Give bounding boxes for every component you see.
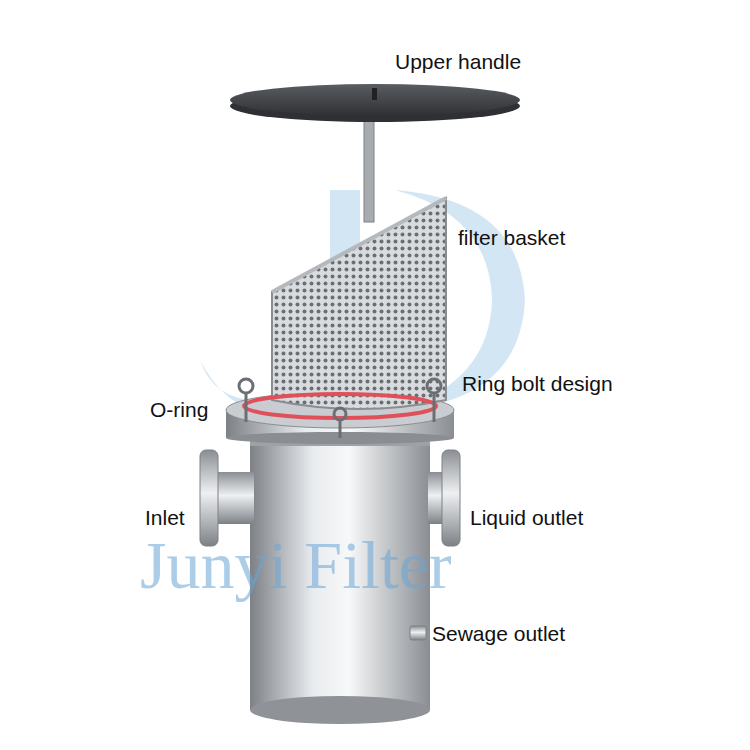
part-label: Upper handle <box>395 50 521 73</box>
filter-basket <box>272 198 446 409</box>
part-label: Liquid outlet <box>470 506 583 529</box>
part-label: filter basket <box>458 226 565 249</box>
o-ring <box>244 394 436 418</box>
part-label: Inlet <box>145 506 185 529</box>
ring-bolts <box>239 379 441 438</box>
watermark-text: Junyi Filter <box>140 528 452 603</box>
part-label: Sewage outlet <box>432 622 565 645</box>
part-label: Ring bolt design <box>462 372 613 395</box>
sewage-nozzle <box>410 626 426 640</box>
upper-handle <box>230 84 520 222</box>
part-label: O-ring <box>150 398 208 421</box>
